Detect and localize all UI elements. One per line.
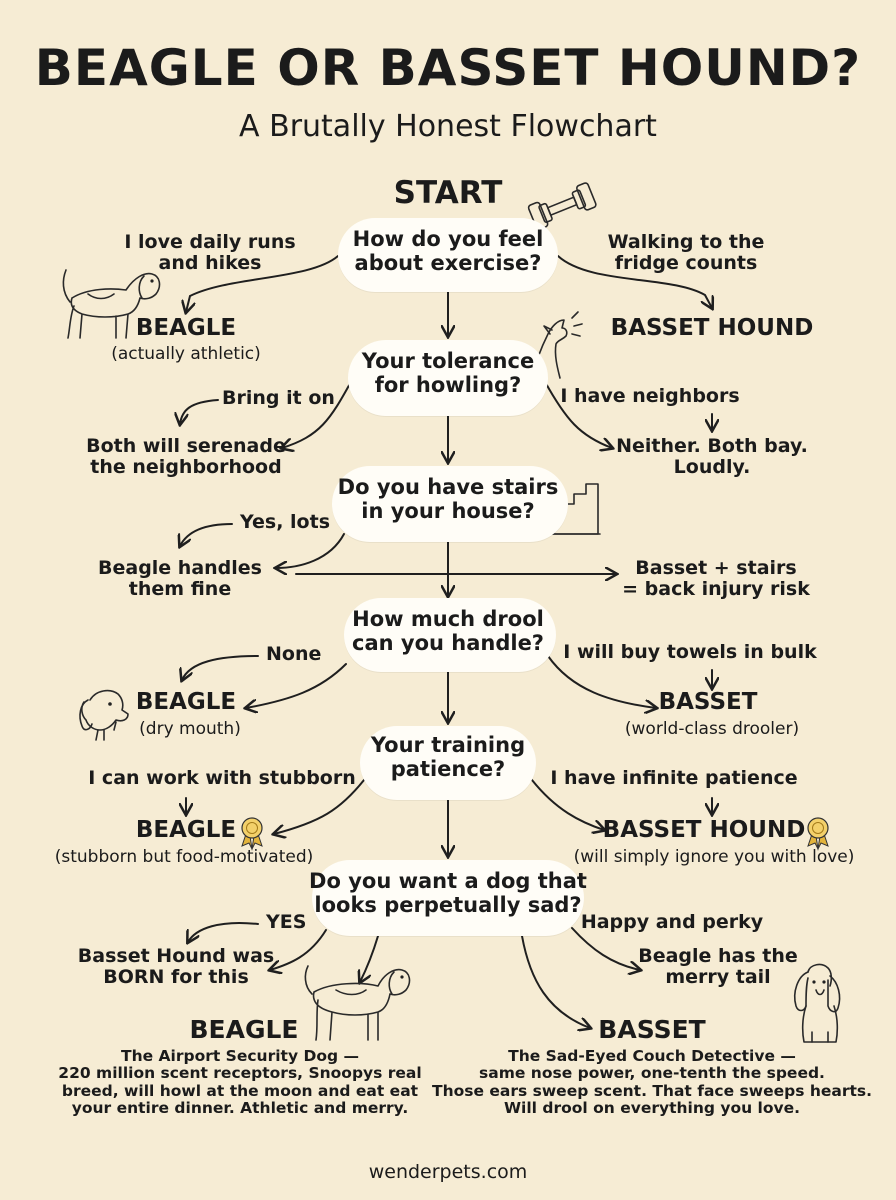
howling-dog-icon	[531, 311, 583, 379]
answer-have-neighbors: I have neighbors	[560, 385, 740, 407]
arrow-q1-right	[557, 255, 712, 308]
answer-yes: YES	[266, 911, 307, 933]
result-basset-4: BASSET	[658, 689, 758, 715]
question-bubble-howling	[348, 340, 548, 416]
page-subtitle: A Brutally Honest Flowchart	[239, 109, 657, 144]
final-beagle-title: BEAGLE	[189, 1015, 299, 1044]
start-label: START	[393, 175, 503, 211]
result-beagle-5: BEAGLE	[135, 817, 237, 843]
arrow-q1-left	[186, 255, 339, 312]
result-basset-4-note: (world-class drooler)	[624, 719, 800, 739]
answer-none: None	[266, 643, 322, 665]
result-basset-stairs: Basset + stairs = back injury risk	[622, 557, 810, 601]
question-stairs: Do you have stairs in your house?	[337, 475, 559, 523]
award-ribbon-icon	[241, 817, 263, 851]
answer-work-stubborn: I can work with stubborn	[88, 767, 356, 789]
answer-bring-it-on: Bring it on	[222, 387, 335, 409]
question-bubble-drool	[344, 598, 556, 672]
arrow-q5-right	[531, 779, 604, 830]
answer-infinite-patience: I have infinite patience	[550, 767, 798, 789]
question-drool: How much drool can you handle?	[352, 607, 544, 655]
page-title: BEAGLE OR BASSET HOUND?	[34, 39, 862, 97]
final-beagle-description: The Airport Security Dog — 220 million s…	[58, 1047, 422, 1118]
result-basset-5: BASSET HOUND	[602, 817, 806, 843]
question-exercise: How do you feel about exercise?	[352, 227, 544, 275]
result-beagle-1: BEAGLE	[135, 315, 237, 341]
question-bubble-exercise	[338, 218, 558, 292]
answer-yes-lots: Yes, lots	[240, 511, 330, 533]
result-beagle-merry: Beagle has the merry tail	[638, 945, 798, 989]
question-howling: Your tolerance for howling?	[361, 349, 535, 397]
result-beagle-1-note: (actually athletic)	[111, 344, 261, 364]
final-basset-description: The Sad-Eyed Couch Detective — same nose…	[432, 1047, 872, 1118]
website-footer[interactable]: wenderpets.com	[368, 1161, 528, 1183]
result-basset-5-note: (will simply ignore you with love)	[573, 847, 855, 867]
question-training: Your training patience?	[370, 733, 526, 781]
arrow-q6-yes	[188, 922, 259, 942]
result-beagle-4-note: (dry mouth)	[139, 719, 241, 739]
answer-happy-perky: Happy and perky	[580, 911, 764, 933]
answer-towels-bulk: I will buy towels in bulk	[563, 641, 817, 663]
question-bubble-training	[360, 726, 536, 800]
question-sad: Do you want a dog that looks perpetually…	[309, 869, 587, 917]
result-beagle-4: BEAGLE	[135, 689, 237, 715]
arrow-q3-left	[276, 533, 345, 568]
arrow-q6-right	[571, 927, 640, 970]
final-basset-title: BASSET	[598, 1015, 706, 1044]
arrow-q6-beagle	[360, 935, 379, 982]
result-basset-born: Basset Hound was BORN for this	[77, 945, 275, 989]
result-beagle-stairs: Beagle handles them fine	[98, 557, 262, 601]
result-neither-bay: Neither. Both bay. Loudly.	[616, 435, 808, 479]
arrow-q2-left	[282, 379, 353, 448]
dog-head-icon	[79, 689, 129, 741]
beagle-icon	[304, 965, 411, 1041]
result-both-serenade: Both will serenade the neighborhood	[86, 435, 286, 479]
question-bubble-stairs	[332, 466, 568, 542]
dumbbell-icon	[527, 182, 597, 231]
award-ribbon-icon	[807, 817, 829, 851]
answer-walking-fridge: Walking to the fridge counts	[607, 231, 765, 275]
arrow-q3-yeslots	[180, 523, 233, 546]
arrow-q4-left	[246, 663, 347, 708]
question-bubble-sad	[312, 860, 584, 936]
arrow-q2-bringiton	[180, 399, 219, 424]
arrow-q6-left	[270, 929, 327, 970]
answer-love-runs: I love daily runs and hikes	[124, 231, 296, 275]
arrow-q5-left	[274, 779, 365, 834]
result-beagle-5-note: (stubborn but food-motivated)	[54, 847, 314, 867]
result-basset-1: BASSET HOUND	[610, 315, 814, 341]
arrow-q4-none	[182, 655, 259, 680]
basset-hound-icon	[793, 963, 841, 1043]
arrow-q2-right	[543, 379, 612, 448]
arrow-q6-basset	[521, 935, 590, 1028]
arrow-q4-right	[547, 655, 656, 708]
beagle-icon	[62, 269, 161, 339]
